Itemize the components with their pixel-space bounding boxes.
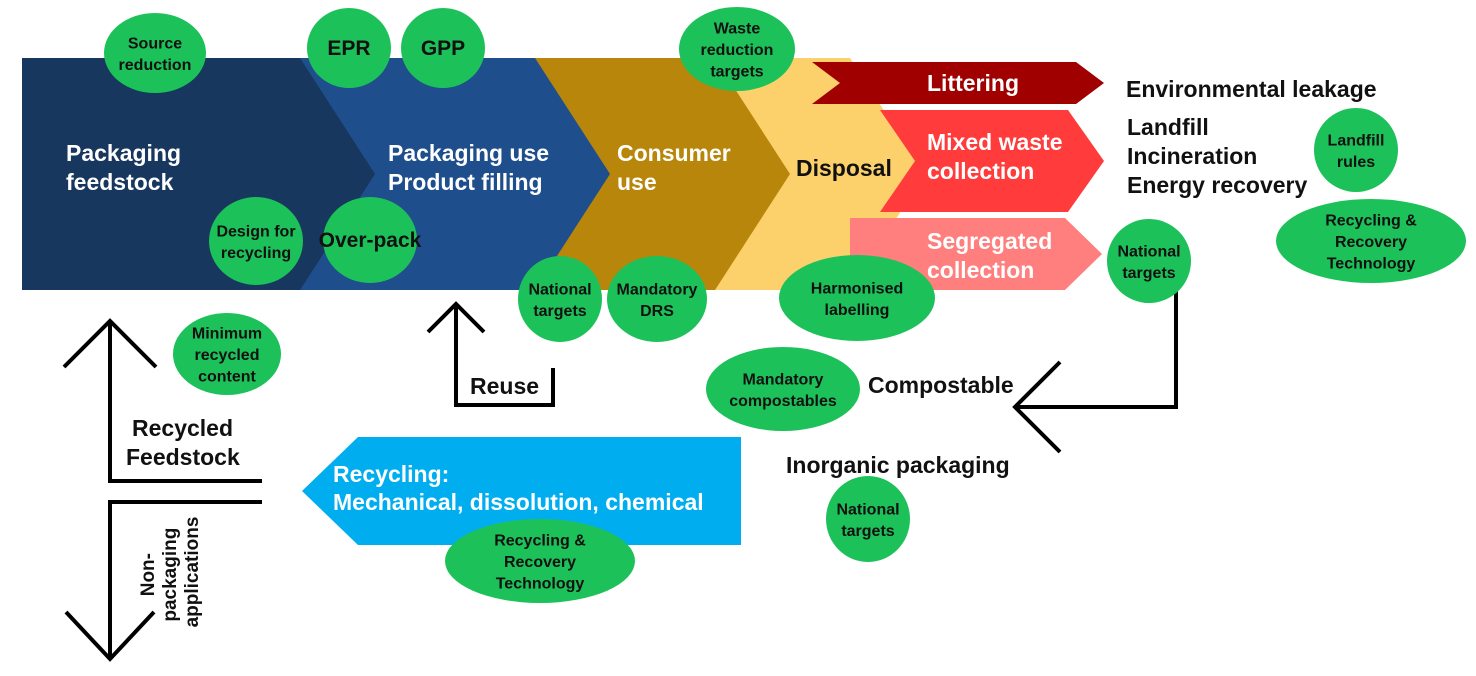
epr-oval-label: EPR	[327, 37, 370, 60]
recycling-arrow	[302, 437, 741, 545]
harmonised-labelling-oval-shape	[779, 255, 935, 341]
epr-oval-shape	[307, 8, 391, 88]
compostable-arrow	[1018, 290, 1178, 409]
stream-mixed-label: Mixed waste collection	[927, 129, 1069, 184]
recycling-recovery-technology-bottom-oval-shape	[445, 519, 635, 603]
stage-consumer-label: Consumer use	[617, 140, 737, 195]
non-packaging-arrowhead	[64, 610, 156, 662]
landfill-rules-oval-shape	[1314, 108, 1398, 192]
over-pack-oval-shape	[323, 197, 417, 283]
national-targets-consumer-oval-shape	[518, 256, 602, 342]
recycled-feedstock-arrow	[108, 324, 262, 483]
reuse-arrow	[454, 306, 555, 407]
stream-segregated-label: Segregated collection	[927, 228, 1059, 283]
stage-feedstock-label: Packaging feedstock	[66, 140, 187, 195]
recycling-recovery-technology-right-oval-shape	[1276, 199, 1466, 283]
outcome-reuse-label: Reuse	[470, 373, 539, 399]
source-reduction-oval-shape	[104, 13, 206, 93]
mandatory-drs-oval-shape	[607, 256, 707, 342]
minimum-recycled-content-oval-shape	[173, 313, 281, 395]
stage-disposal-label: Disposal	[796, 155, 892, 181]
waste-reduction-targets-oval-shape	[679, 7, 795, 91]
littering-arrow	[812, 62, 1104, 104]
national-targets-segregated-oval-shape	[1107, 219, 1191, 303]
mixed-waste-collection-arrow	[880, 110, 1104, 212]
epr-oval: EPR	[307, 8, 391, 88]
compostable-arrowhead	[1012, 360, 1062, 454]
design-for-recycling-oval-shape	[209, 197, 303, 285]
outcome-leakage-label: Environmental leakage	[1126, 76, 1377, 102]
over-pack-oval-label: Over-pack	[319, 229, 422, 252]
non-packaging-arrow	[108, 500, 262, 659]
reuse-arrowhead	[426, 301, 486, 334]
outcome-landfill-label: Landfill Incineration Energy recovery	[1127, 114, 1307, 198]
flow-lines	[62, 290, 1178, 662]
outcome-inorganic-label: Inorganic packaging	[786, 452, 1010, 478]
gpp-oval: GPP	[401, 8, 485, 88]
gpp-oval-shape	[401, 8, 485, 88]
recycled-feedstock-arrowhead	[62, 318, 158, 369]
recycling-label: Recycling: Mechanical, dissolution, chem…	[333, 461, 704, 515]
gpp-oval-label: GPP	[421, 37, 465, 60]
outcome-compostable-label: Compostable	[868, 372, 1014, 398]
outcome-recycled-feedstock-label: Recycled Feedstock	[126, 415, 240, 470]
over-pack-oval: Over-pack	[319, 197, 422, 283]
mandatory-compostables-oval-shape	[706, 347, 860, 431]
stage-use-label: Packaging use Product filling	[388, 140, 555, 195]
national-targets-inorganic-oval-shape	[826, 476, 910, 562]
outcome-non-packaging-label: Non- packaging applications	[138, 517, 203, 628]
stream-littering-label: Littering	[927, 70, 1019, 96]
